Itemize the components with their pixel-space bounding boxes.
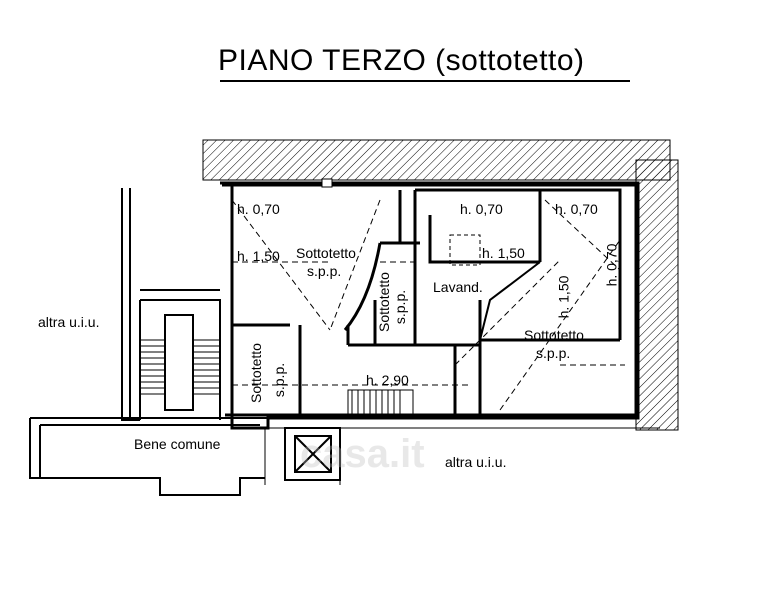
diagonal-wall: [479, 261, 541, 341]
label-sottotetto-right: Sottotetto: [524, 327, 584, 343]
unit-walls: [220, 181, 640, 430]
curved-wall: [343, 242, 382, 331]
interior-walls: [232, 188, 622, 418]
label-altra-left: altra u.i.u.: [38, 314, 100, 330]
page-title: PIANO TERZO (sottotetto): [218, 44, 585, 77]
label-h070-b: h. 0,70: [460, 201, 503, 217]
watermark: casa.it: [300, 432, 425, 476]
label-spp-main: s.p.p.: [307, 263, 342, 279]
label-h070-vertical: h. 0,70: [603, 243, 620, 287]
window-mark: [321, 178, 333, 188]
roof-hatch-top: [202, 139, 671, 181]
label-h070-a: h. 0,70: [237, 201, 280, 217]
label-h070-c: h. 0,70: [555, 201, 598, 217]
label-sottotetto-main: Sottotetto: [296, 245, 356, 261]
unit-stair: [347, 389, 414, 416]
boundary-lines: [264, 427, 660, 485]
skylight: [449, 234, 481, 266]
label-h150-vertical: h. 1,50: [555, 275, 572, 319]
label-lavand: Lavand.: [433, 279, 483, 295]
height-dashed-lines: [231, 199, 625, 411]
stairwell: [121, 188, 221, 421]
label-h150-a: h. 1,50: [237, 248, 280, 264]
label-sottotetto-left: Sottotetto: [247, 343, 264, 403]
bene-comune-area: [29, 417, 268, 496]
label-bene-comune: Bene comune: [134, 436, 221, 452]
label-spp-right: s.p.p.: [536, 345, 571, 361]
label-spp-left: s.p.p.: [271, 362, 288, 398]
stairwell-steps: [140, 339, 220, 395]
label-altra-bottom: altra u.i.u.: [445, 454, 507, 470]
title-underline: [220, 80, 630, 82]
roof-hatch-right: [635, 159, 679, 431]
label-h290: h. 2,90: [366, 372, 409, 388]
label-sottotetto-center: Sottotetto: [375, 272, 392, 332]
label-spp-center: s.p.p.: [392, 289, 409, 325]
label-h150-b: h. 1,50: [482, 245, 525, 261]
elevator-shaft: [284, 427, 341, 481]
